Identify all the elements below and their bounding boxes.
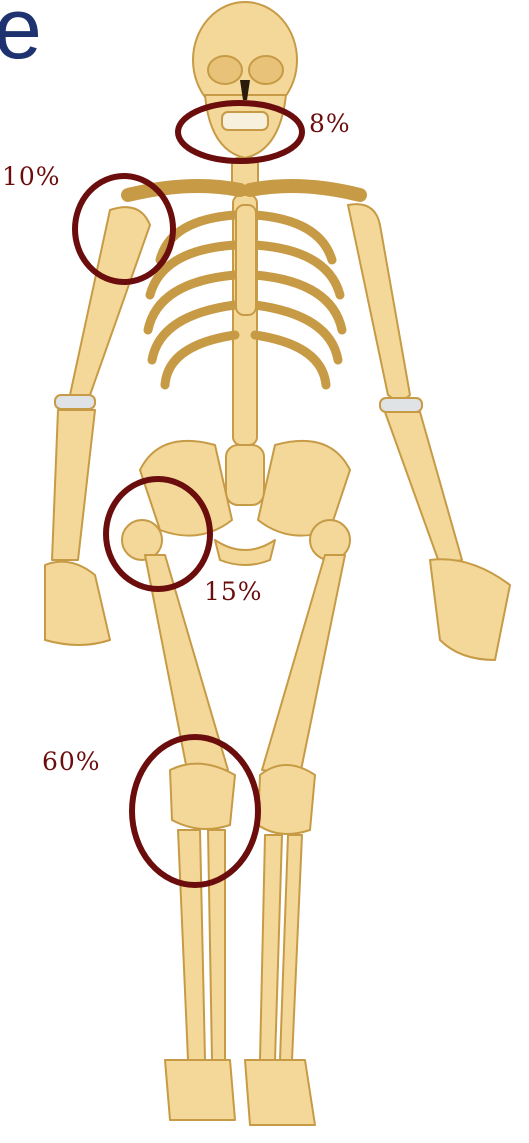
sternum xyxy=(236,205,256,315)
jaw-percentage-label: 8% xyxy=(309,111,351,136)
left-clavicle xyxy=(128,186,240,195)
right-arm xyxy=(348,204,510,660)
hip-percentage-label: 15% xyxy=(204,579,263,604)
skull xyxy=(193,2,297,158)
knee-percentage-label: 60% xyxy=(42,749,101,774)
right-clavicle xyxy=(250,186,360,195)
left-leg xyxy=(122,520,235,1120)
shoulder-percentage-label: 10% xyxy=(2,164,61,189)
right-leg xyxy=(245,520,350,1125)
